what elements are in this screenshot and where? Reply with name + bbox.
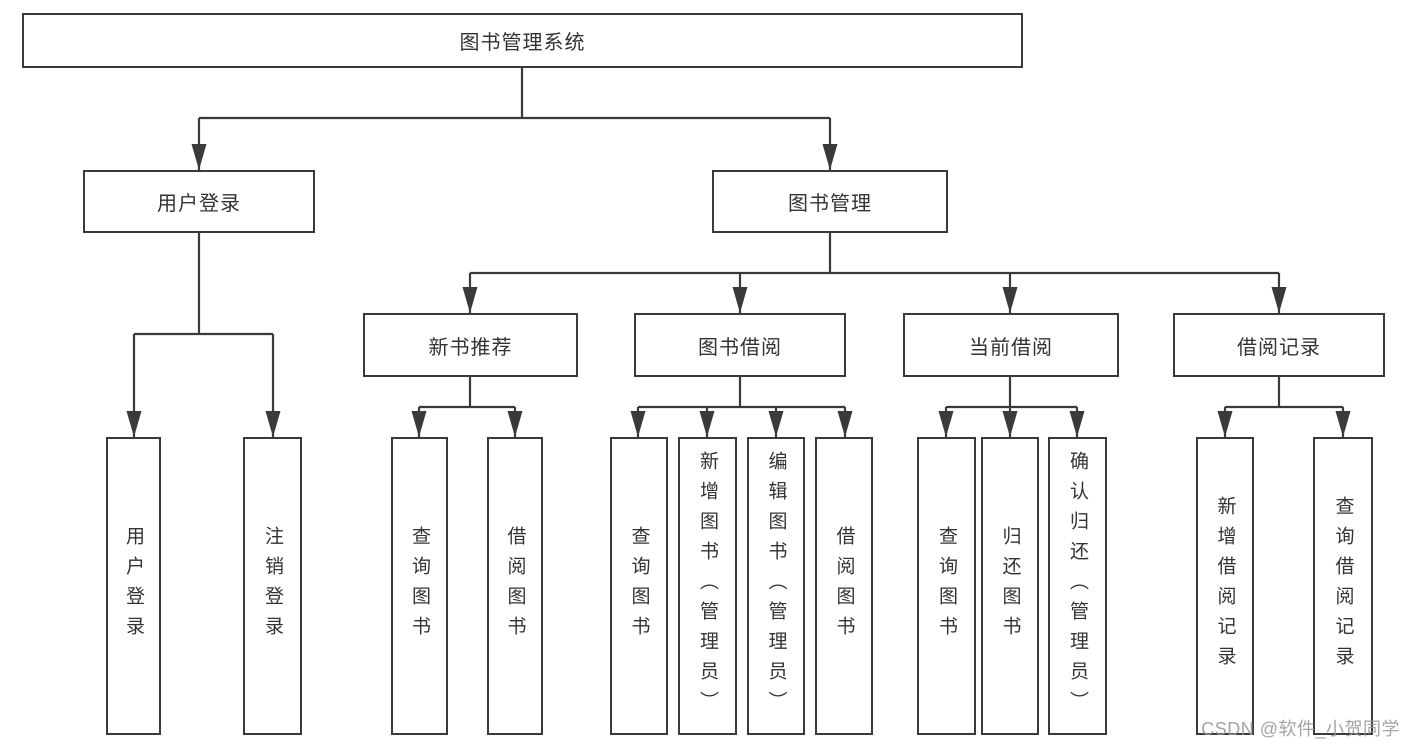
leaf-borrow-books: 借阅图书: [815, 437, 873, 735]
node-label: 确认归还（管理员）: [1067, 451, 1088, 721]
leaf-edit-book-admin: 编辑图书（管理员）: [747, 437, 805, 735]
node-label: 查询图书: [628, 526, 650, 646]
edges-new-rec: [411, 377, 523, 437]
node-user-login: 用户登录: [83, 170, 315, 233]
node-label: 图书管理系统: [459, 32, 586, 54]
edges-borrowing: [630, 377, 853, 437]
node-label: 查询借阅记录: [1332, 496, 1354, 676]
edges-user-login: [126, 233, 281, 437]
node-label: 查询图书: [409, 526, 430, 646]
leaf-borrow-books-recommend: 借阅图书: [487, 437, 543, 735]
node-label: 新书推荐: [428, 336, 513, 359]
leaf-confirm-return-admin: 确认归还（管理员）: [1048, 437, 1107, 735]
leaf-user-login: 用户登录: [106, 437, 161, 735]
node-label: 查询图书: [936, 526, 957, 646]
node-book-management: 图书管理: [712, 170, 948, 233]
node-label: 注销登录: [262, 526, 283, 646]
node-label: 用户登录: [157, 193, 241, 215]
node-label: 用户登录: [123, 526, 144, 646]
leaf-return-books: 归还图书: [981, 437, 1039, 735]
node-label: 当前借阅: [969, 336, 1053, 359]
node-label: 图书借阅: [698, 336, 782, 359]
node-book-borrowing: 图书借阅: [634, 313, 846, 377]
node-borrowing-records: 借阅记录: [1173, 313, 1385, 377]
node-system-root: 图书管理系统: [22, 13, 1023, 68]
leaf-query-books-recommend: 查询图书: [391, 437, 448, 735]
leaf-add-book-admin: 新增图书（管理员）: [678, 437, 737, 735]
leaf-query-books-borrowing: 查询图书: [610, 437, 668, 735]
leaf-logout: 注销登录: [243, 437, 302, 735]
node-current-borrowing: 当前借阅: [903, 313, 1119, 377]
node-new-book-recommend: 新书推荐: [363, 313, 578, 377]
node-label: 借阅记录: [1237, 336, 1321, 359]
csdn-watermark: CSDN @软件_小贺同学: [1201, 719, 1400, 739]
node-label: 新增图书（管理员）: [697, 451, 718, 721]
node-label: 图书管理: [788, 193, 872, 215]
edges-records: [1217, 377, 1351, 437]
leaf-query-borrow-record: 查询借阅记录: [1313, 437, 1373, 735]
node-label: 借阅图书: [833, 526, 855, 646]
node-label: 归还图书: [999, 526, 1021, 646]
node-label: 新增借阅记录: [1214, 496, 1236, 676]
edges-current: [938, 377, 1085, 437]
edges-book-mgmt: [462, 233, 1287, 313]
node-label: 编辑图书（管理员）: [765, 451, 787, 721]
leaf-query-books-current: 查询图书: [917, 437, 976, 735]
node-label: 借阅图书: [504, 526, 526, 646]
edges-root: [191, 68, 838, 170]
leaf-add-borrow-record: 新增借阅记录: [1196, 437, 1254, 735]
